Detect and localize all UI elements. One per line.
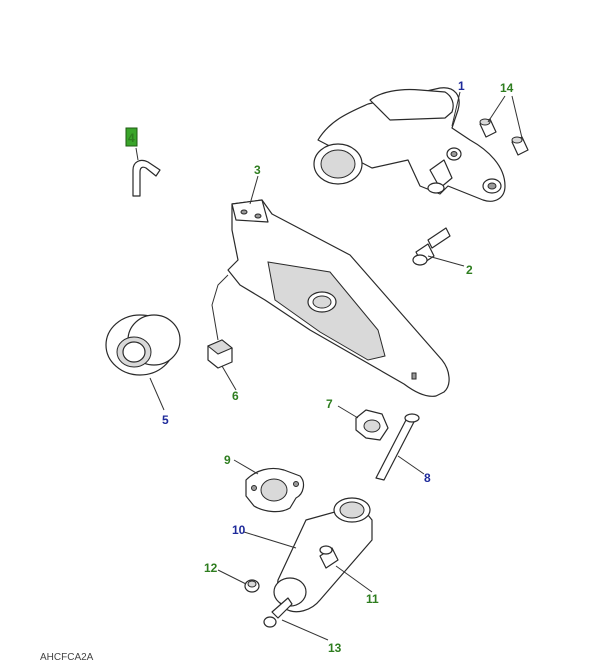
- callout-12[interactable]: 12: [204, 561, 218, 575]
- callout-2[interactable]: 2: [466, 263, 473, 277]
- callout-8[interactable]: 8: [424, 471, 431, 485]
- callout-13[interactable]: 13: [328, 641, 342, 655]
- part-13-push-rod[interactable]: [263, 597, 293, 628]
- part-1-lever-shaft[interactable]: [313, 87, 506, 202]
- part-4-clip[interactable]: [125, 127, 161, 197]
- part-5-release-bearing[interactable]: [105, 314, 181, 376]
- part-11-bleed-screw[interactable]: [319, 545, 339, 569]
- callout-9[interactable]: 9: [224, 453, 231, 467]
- callout-14[interactable]: 14: [500, 81, 514, 95]
- part-9-gasket[interactable]: [245, 467, 305, 513]
- callout-11[interactable]: 11: [366, 592, 379, 606]
- part-6-pivot-pad[interactable]: [207, 274, 233, 369]
- callout-10[interactable]: 10: [232, 523, 246, 537]
- leader-lines: [135, 91, 523, 641]
- diagram-reference-code: AHCFCA2A: [40, 652, 94, 663]
- callout-1[interactable]: 1: [458, 79, 465, 93]
- part-2-bolt[interactable]: [412, 227, 451, 266]
- callout-4[interactable]: 4: [128, 131, 135, 145]
- callout-5[interactable]: 5: [162, 413, 169, 427]
- callouts: 1 2 3 4 5 6 7 8 9 10 11 12 13 14: [128, 79, 514, 655]
- callout-3[interactable]: 3: [254, 163, 261, 177]
- part-7-clip[interactable]: [355, 409, 389, 441]
- part-8-pivot-pin[interactable]: [375, 413, 420, 481]
- callout-6[interactable]: 6: [232, 389, 239, 403]
- part-12-dust-cap[interactable]: [244, 579, 260, 593]
- highlight-marker: [125, 127, 138, 147]
- part-3-release-fork[interactable]: [227, 199, 450, 397]
- callout-7[interactable]: 7: [326, 397, 333, 411]
- part-14-bushes[interactable]: [479, 118, 529, 156]
